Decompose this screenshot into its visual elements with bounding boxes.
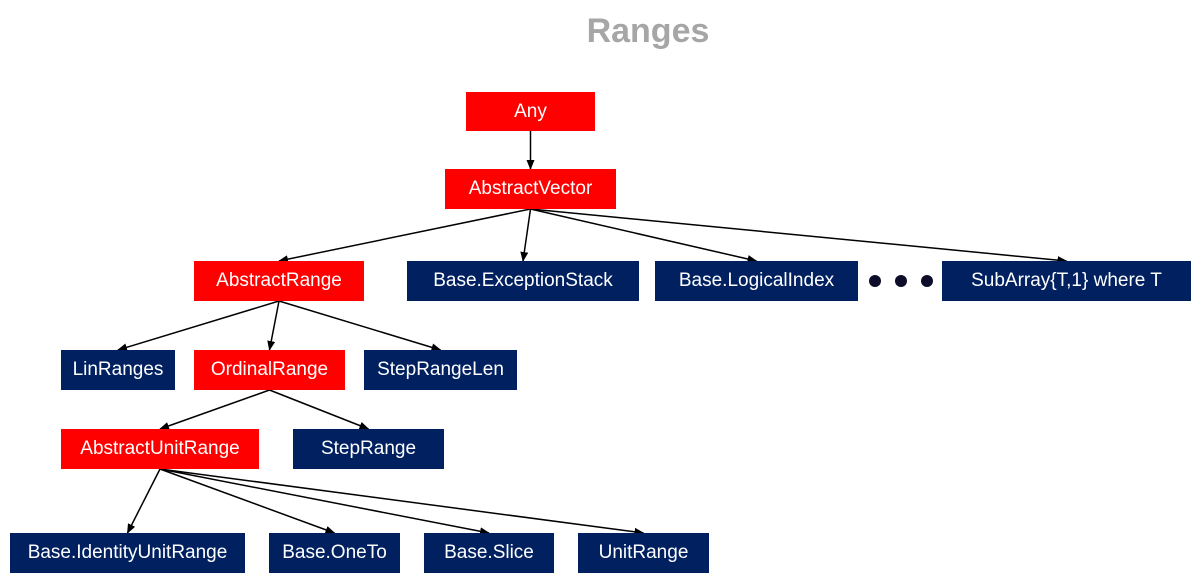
edge-ordinal_range-to-abstract_unit_range (159, 389, 270, 430)
node-one-to: Base.OneTo (269, 533, 400, 573)
ellipsis-dot (869, 275, 881, 287)
edge-abstract_unit_range-to-one_to (159, 468, 336, 534)
node-unit-range: UnitRange (578, 533, 709, 573)
node-abstract-vector: AbstractVector (445, 169, 616, 209)
node-subarray: SubArray{T,1} where T (942, 261, 1191, 301)
node-abstract-range: AbstractRange (194, 261, 364, 301)
ellipsis-dot (895, 275, 907, 287)
node-abstract-unit-range: AbstractUnitRange (61, 429, 259, 469)
edge-ordinal_range-to-step_range (269, 389, 370, 430)
node-any: Any (466, 92, 595, 131)
edge-abstract_unit_range-to-unit_range (159, 468, 645, 536)
edge-abstract_unit_range-to-identity_unit_range (126, 468, 161, 534)
node-slice: Base.Slice (424, 533, 554, 573)
node-step-range: StepRange (293, 429, 444, 469)
ellipsis-dot (921, 275, 933, 287)
edge-abstract_vector-to-logical_index (530, 208, 758, 263)
edge-abstract_range-to-lin_ranges (117, 300, 280, 352)
node-lin-ranges: LinRanges (61, 350, 175, 390)
diagram-title: Ranges (586, 12, 710, 50)
edge-abstract_vector-to-subarray (530, 208, 1068, 265)
node-step-range-len: StepRangeLen (364, 350, 517, 390)
edge-abstract_unit_range-to-slice (159, 468, 490, 536)
edge-abstract_range-to-ordinal_range (267, 300, 280, 351)
node-ordinal-range: OrdinalRange (194, 350, 345, 390)
edge-abstract_range-to-step_range_len (278, 300, 442, 352)
edge-abstract_vector-to-exception_stack (520, 208, 532, 262)
node-exception-stack: Base.ExceptionStack (407, 261, 639, 301)
node-identity-unit-range: Base.IdentityUnitRange (10, 533, 245, 573)
edge-abstract_vector-to-abstract_range (278, 208, 531, 264)
node-logical-index: Base.LogicalIndex (655, 261, 858, 301)
